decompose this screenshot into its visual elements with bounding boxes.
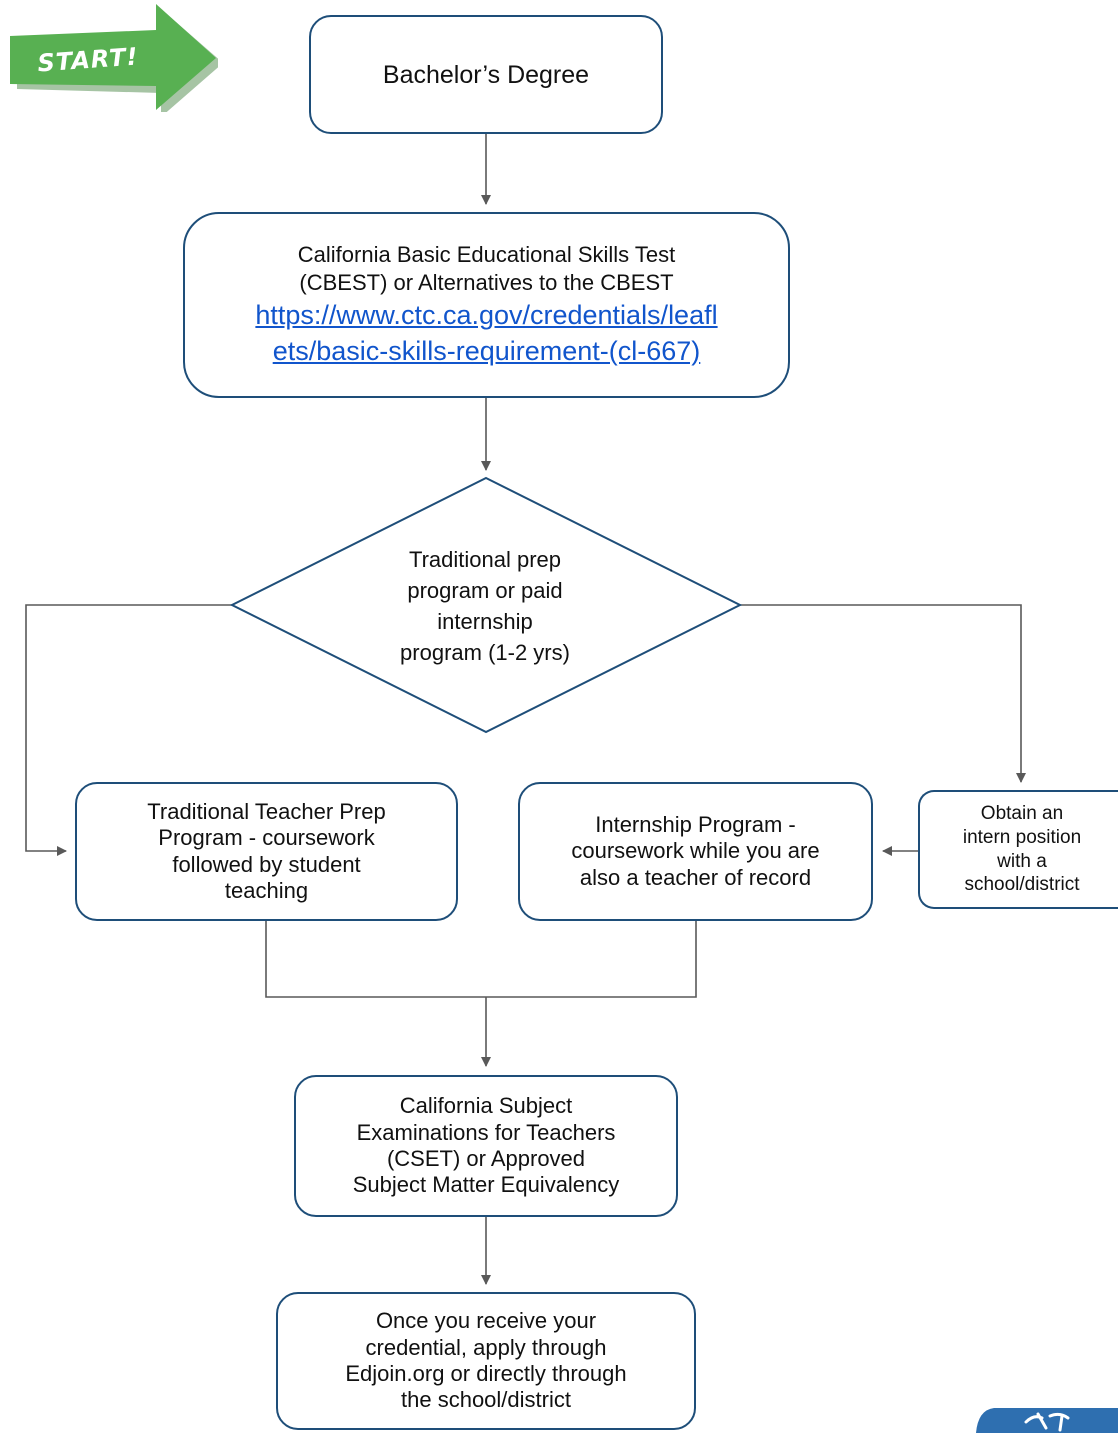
internship-line-3: also a teacher of record <box>579 864 812 890</box>
cset-line-3: (CSET) or Approved <box>386 1146 586 1171</box>
traditional-prep-node: Traditional Teacher Prep Program - cours… <box>75 782 458 921</box>
decision-line-2: program or paid <box>407 577 563 603</box>
start-arrow-shape <box>10 4 216 110</box>
decision-line-4: program (1-2 yrs) <box>400 640 570 666</box>
decision-line-1: Traditional prep <box>408 546 562 572</box>
internship-line-2: coursework while you are <box>571 838 820 864</box>
cset-line-2: Examinations for Teachers <box>356 1119 616 1145</box>
internship-line-1: Internship Program - <box>595 811 796 837</box>
apply-line-1: Once you receive your <box>375 1308 597 1334</box>
decision-line-3: internship <box>437 609 533 634</box>
apply-line-2: credential, apply through <box>365 1334 607 1360</box>
connector-traditional-merge <box>265 921 486 998</box>
intern-position-line-3: with a <box>997 850 1047 872</box>
decision-node-text: Traditional prep program or paid interns… <box>330 540 640 672</box>
traditional-line-2: Program - coursework <box>158 825 375 851</box>
cset-line-4: Subject Matter Equivalency <box>352 1172 620 1198</box>
cset-line-1: California Subject <box>399 1093 573 1119</box>
traditional-line-3: followed by student <box>172 851 361 877</box>
logo-icon <box>976 1408 1118 1433</box>
cbest-line-1: California Basic Educational Skills Test <box>297 241 676 267</box>
corner-logo-badge <box>976 1408 1118 1433</box>
internship-program-node: Internship Program - coursework while yo… <box>518 782 873 921</box>
traditional-line-1: Traditional Teacher Prep <box>147 798 386 824</box>
connector-internship-merge <box>486 921 697 998</box>
apply-line-4: the school/district <box>401 1387 571 1413</box>
intern-position-line-2: intern position <box>962 826 1082 848</box>
cbest-line-2: (CBEST) or Alternatives to the CBEST <box>299 270 674 296</box>
intern-position-line-1: Obtain an <box>980 803 1064 824</box>
decision-diamond <box>229 476 743 734</box>
intern-position-line-4: school/district <box>964 874 1080 896</box>
cbest-node: California Basic Educational Skills Test… <box>183 212 790 398</box>
cbest-link-line-1[interactable]: https://www.ctc.ca.gov/credentials/leafl <box>255 299 718 330</box>
connector-decision-to-intern-position <box>740 604 1026 783</box>
start-badge: START! <box>6 0 223 117</box>
intern-position-node: Obtain an intern position with a school/… <box>918 790 1118 909</box>
apply-node: Once you receive your credential, apply … <box>276 1292 696 1430</box>
cset-node: California Subject Examinations for Teac… <box>294 1075 678 1217</box>
bachelors-degree-label: Bachelor’s Degree <box>382 60 590 89</box>
traditional-line-4: teaching <box>224 877 309 903</box>
cbest-link-line-2[interactable]: ets/basic-skills-requirement-(cl-667) <box>272 335 701 366</box>
start-arrow-icon <box>10 4 223 117</box>
connector-decision-to-traditional <box>25 604 232 856</box>
apply-line-3: Edjoin.org or directly through <box>345 1361 627 1386</box>
bachelors-degree-node: Bachelor’s Degree <box>309 15 663 134</box>
